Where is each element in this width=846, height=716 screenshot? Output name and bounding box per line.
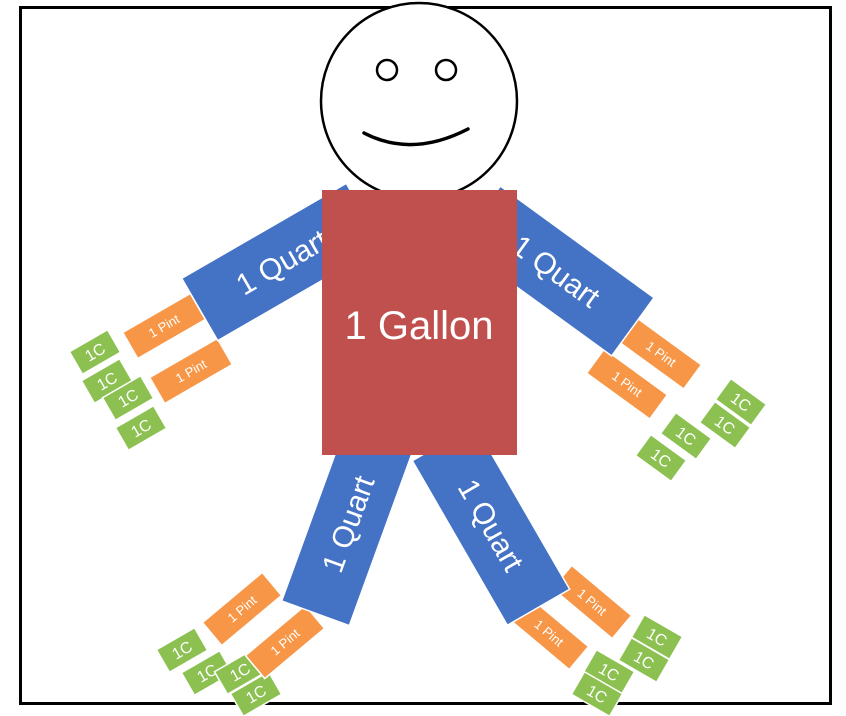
torso: 1 Gallon [322, 190, 517, 455]
torso-label: 1 Gallon [345, 304, 494, 348]
head-outline [321, 3, 517, 199]
left-eye [377, 60, 397, 80]
left-arm-pint-2: 1 Pint [150, 339, 233, 404]
right-eye [436, 60, 456, 80]
left-arm-pint-1: 1 Pint [123, 294, 206, 359]
head [321, 3, 517, 199]
